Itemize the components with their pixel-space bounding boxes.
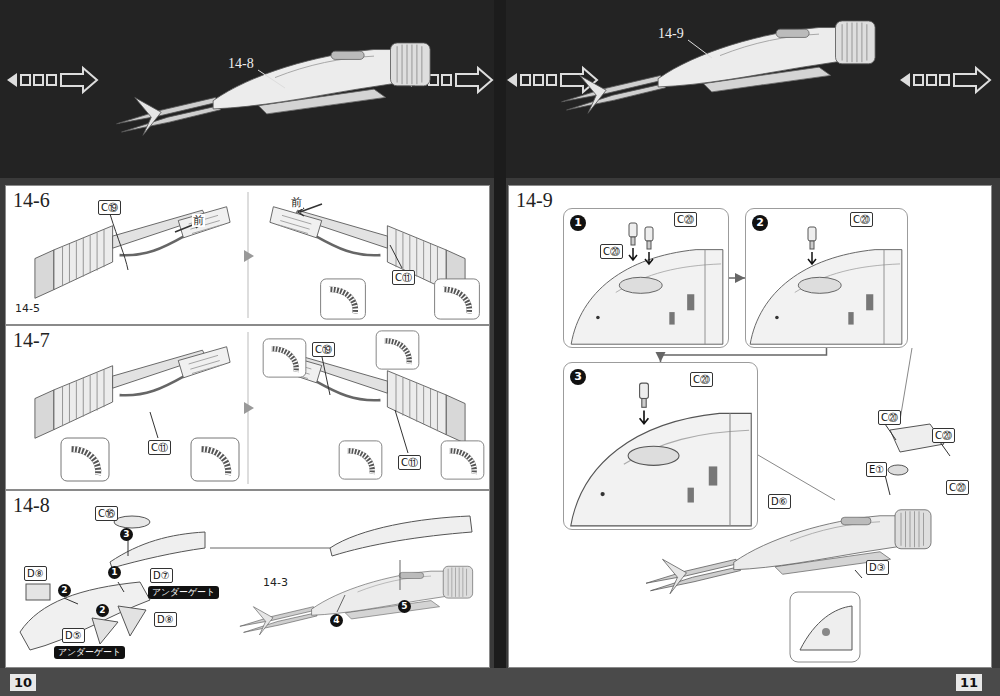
subassembly-ref: 14-3 [262,576,289,589]
step-14-6-art [35,204,479,319]
part-callout: C⑳ [690,372,713,387]
part-callout: C⑳ [946,480,969,495]
substep-panel: 1 [563,208,729,348]
step-arrow [661,348,827,362]
part-callout: D⑧ [154,612,177,627]
gate-note: アンダーゲート [54,646,125,659]
part-callout: D⑧ [24,566,47,581]
part-callout: D⑤ [62,628,85,643]
part-callout: D⑦ [150,568,173,583]
part-callout: D⑥ [768,494,791,509]
part-callout: E① [866,462,887,477]
substep-number: 2 [752,215,768,231]
subassembly-ref: 14-5 [14,302,41,315]
gate-note: アンダーゲート [148,586,219,599]
direction-mark: 前 [192,214,205,227]
step-marker: 2 [96,604,109,617]
step-number: 14-8 [7,492,56,519]
assembly-callout: 14-9 [656,26,686,42]
page-number: 11 [956,674,982,691]
part-callout: C⑳ [674,212,697,227]
step-arrow [729,277,745,279]
part-callout: C⑲ [312,342,335,357]
step-marker: 2 [58,584,71,597]
step-panel: 14-9 1 2 3 [508,185,992,668]
substep-panel: 3 [563,362,758,530]
part-callout: C⑳ [600,244,623,259]
step-14-7-art [35,331,484,481]
substep-number: 1 [570,215,586,231]
substep-panel: 2 [745,208,908,348]
part-callout: C⑯ [95,506,118,521]
header-art [7,21,990,135]
substep-number: 3 [570,369,586,385]
part-callout: D③ [866,560,889,575]
part-callout: C⑲ [98,200,121,215]
step-marker: 4 [330,614,343,627]
part-callout: C⑪ [398,455,421,470]
step-marker: 1 [108,566,121,579]
step-14-9-art [571,223,950,662]
part-callout: C⑳ [850,212,873,227]
assembly-callout: 14-8 [226,56,256,72]
part-callout: C⑪ [148,440,171,455]
panel-dividers [244,192,254,484]
page-number: 10 [10,674,36,691]
part-callout: C⑳ [932,428,955,443]
step-marker: 5 [398,600,411,613]
step-14-8-art [20,516,473,650]
part-callout: C⑪ [392,270,415,285]
step-number: 14-6 [7,187,56,214]
part-callout: C⑳ [878,410,901,425]
step-number: 14-9 [510,187,559,214]
direction-mark: 前 [290,196,303,209]
step-number: 14-7 [7,327,56,354]
step-marker: 3 [120,528,133,541]
step-panel: 14-6 [5,185,490,325]
